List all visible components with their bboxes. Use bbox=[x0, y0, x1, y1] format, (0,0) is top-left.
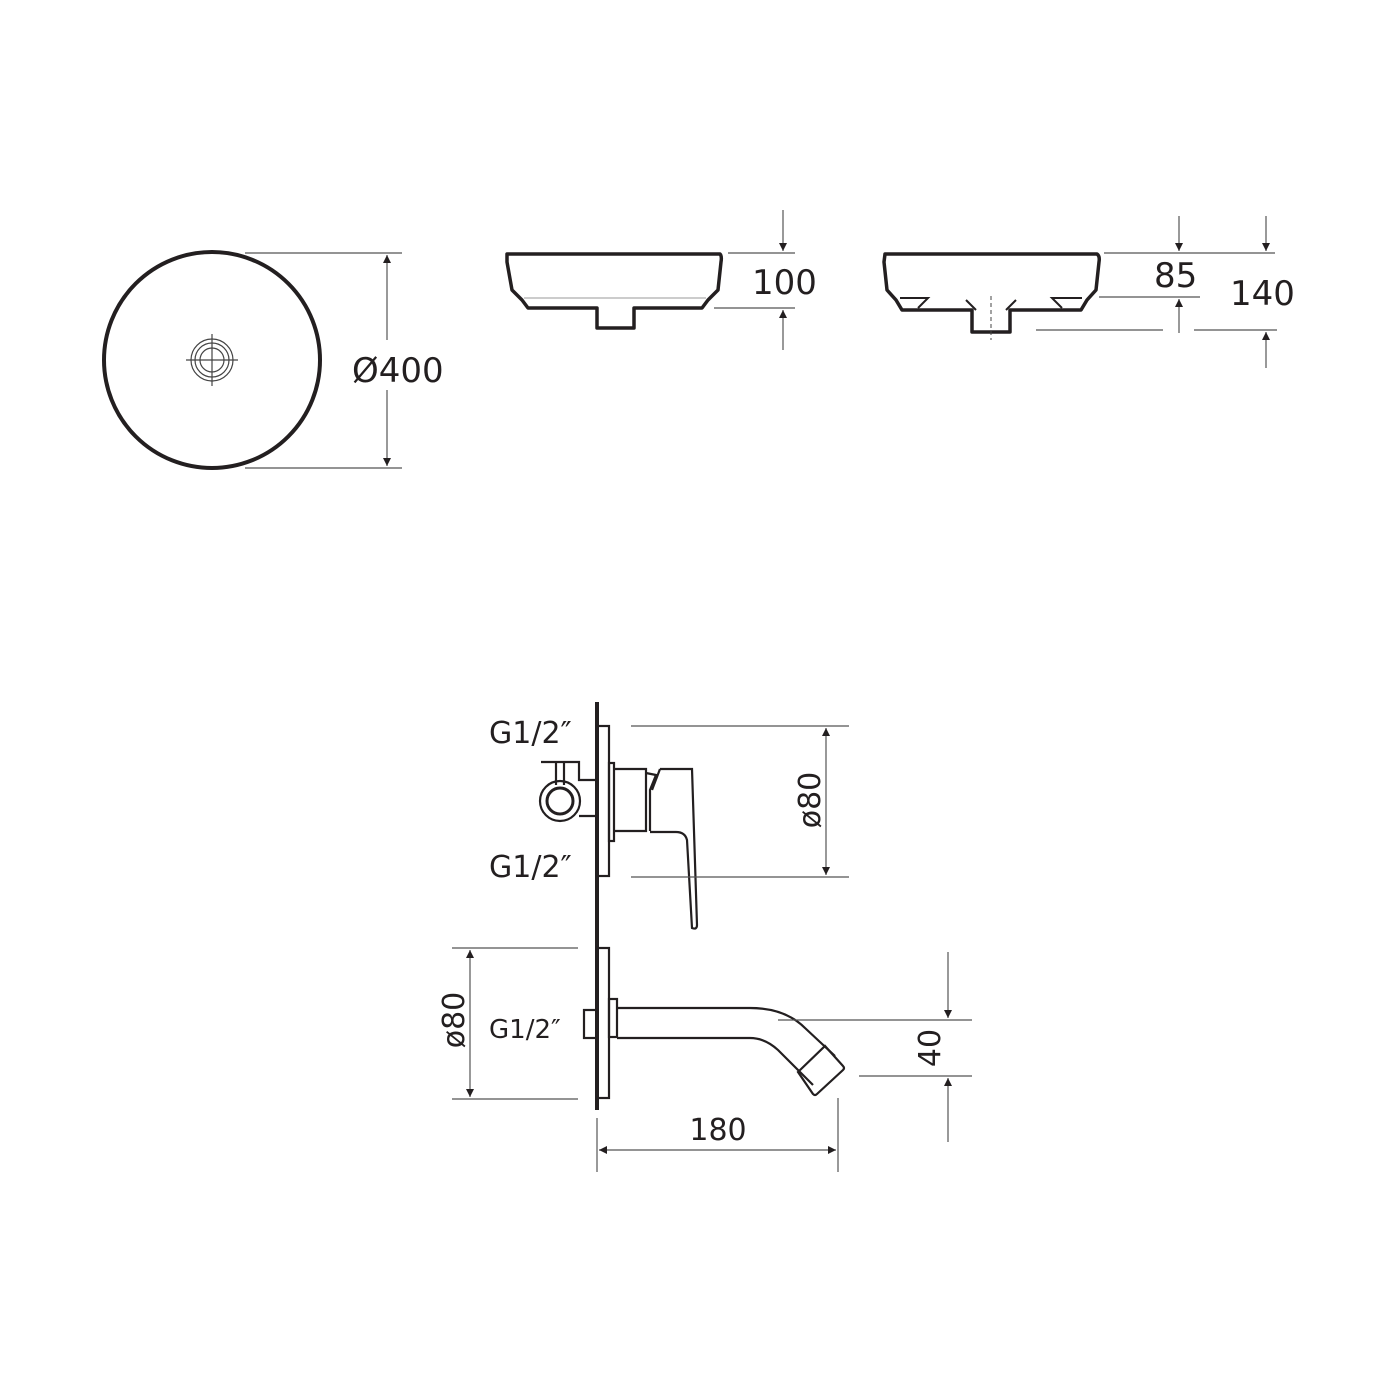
spout-drop-label: 40 bbox=[913, 1029, 948, 1067]
basin-height-label: 100 bbox=[752, 263, 817, 303]
spout-view bbox=[582, 946, 846, 1100]
basin-side-view-b: 85 140 bbox=[882, 216, 1295, 368]
basin-total-height-label: 140 bbox=[1230, 274, 1295, 314]
mixer-view bbox=[538, 724, 699, 930]
mixer-plate-diameter-label: ø80 bbox=[793, 772, 828, 829]
spout-plate-diameter-label: ø80 bbox=[437, 992, 472, 1049]
drain-icon bbox=[186, 334, 238, 386]
mixer-inlet-bottom-label: G1/2″ bbox=[489, 850, 572, 885]
spout-projection-label: 180 bbox=[689, 1113, 746, 1148]
spout-inlet-label: G1/2″ bbox=[489, 1015, 561, 1045]
basin-diameter-label: Ø400 bbox=[352, 351, 444, 391]
mixer-inlet-top-label: G1/2″ bbox=[489, 716, 572, 751]
basin-inner-height-label: 85 bbox=[1154, 256, 1197, 296]
basin-top-view: Ø400 bbox=[102, 250, 444, 470]
basin-side-view-a: 100 bbox=[505, 210, 817, 350]
